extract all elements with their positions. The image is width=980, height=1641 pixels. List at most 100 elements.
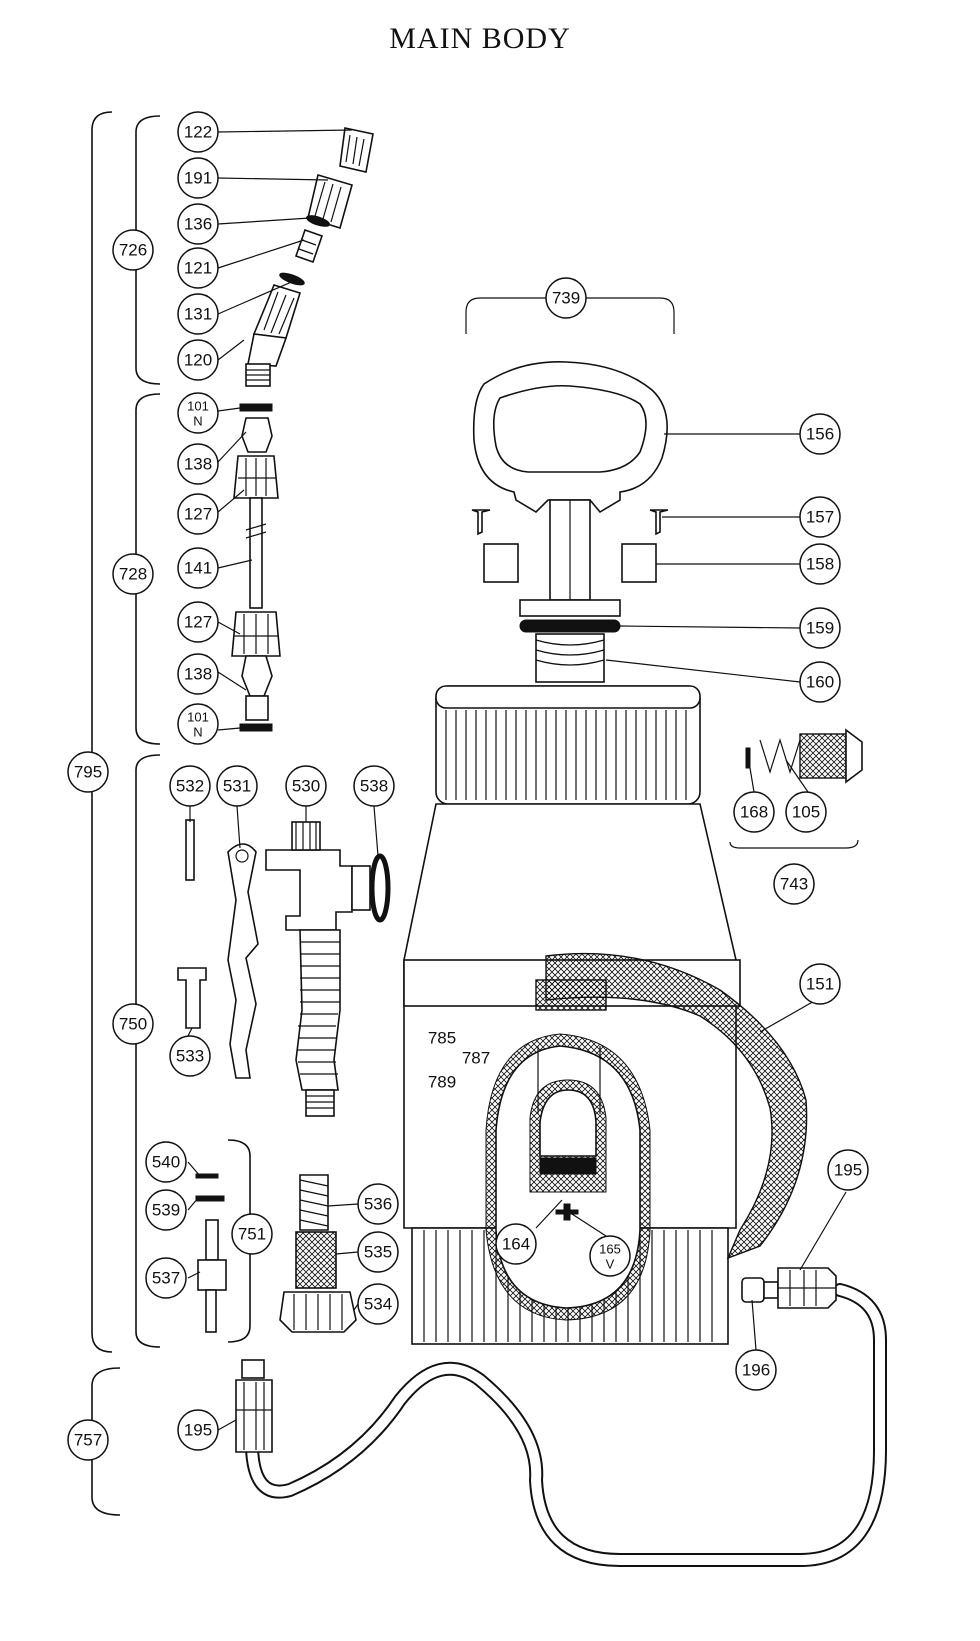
callout-circle [177,392,219,434]
callout-164: 164 [495,1223,537,1265]
callout-number: 531 [223,777,251,796]
callout-number: 532 [176,777,204,796]
callout-number: 537 [152,1269,180,1288]
callout-number: 195 [834,1161,862,1180]
callout-circle [357,1183,399,1225]
callout-number: 739 [552,289,580,308]
hose-assembly [235,1267,887,1567]
callout-540: 540 [145,1141,187,1183]
callout-circle [545,277,587,319]
callout-circle [169,1035,211,1077]
callout-circle [353,765,395,807]
callout-530: 530 [285,765,327,807]
callout-141: 141 [177,547,219,589]
callout-number: 157 [806,508,834,527]
callout-circle [285,765,327,807]
callout-number: 750 [119,1015,147,1034]
callout-534: 534 [357,1283,399,1325]
callout-number: 138 [184,665,212,684]
callout-circle [67,1419,109,1461]
callout-number: 127 [184,505,212,524]
callout-circle [799,413,841,455]
callout-circle [177,493,219,535]
callout-number: 538 [360,777,388,796]
callout-536: 536 [357,1183,399,1225]
callout-538: 538 [353,765,395,807]
callout-number: 530 [292,777,320,796]
wand-assembly [231,403,281,732]
callout-120: 120 [177,339,219,381]
callout-122: 122 [177,111,219,153]
callout-539: 539 [145,1189,187,1231]
callout-157: 157 [799,496,841,538]
callout-number: 131 [184,305,212,324]
callout-number: 536 [364,1195,392,1214]
callout-number: 105 [792,803,820,822]
callout-number: 159 [806,619,834,638]
callout-number: 540 [152,1153,180,1172]
callout-circle [177,293,219,335]
callout-circle [799,496,841,538]
callout-156: 156 [799,413,841,455]
callout-number: 726 [119,241,147,260]
callout-suffix: V [606,1257,615,1272]
callout-number: 535 [364,1243,392,1262]
group-brackets [91,111,251,1516]
callout-757: 757 [67,1419,109,1461]
callout-151: 151 [799,963,841,1005]
callout-circle [735,1349,777,1391]
callout-726: 726 [112,229,154,271]
callout-circle [216,765,258,807]
callout-127: 127 [177,601,219,643]
callout-751: 751 [231,1213,273,1255]
callout-number: 795 [74,763,102,782]
callout-532: 532 [169,765,211,807]
callout-circle [177,203,219,245]
callout-number: 158 [806,555,834,574]
callout-circle [733,791,775,833]
callout-535: 535 [357,1231,399,1273]
callout-circle [773,863,815,905]
callout-531: 531 [216,765,258,807]
callout-number: 191 [184,169,212,188]
callout-number: 533 [176,1047,204,1066]
callout-circle [589,1235,631,1277]
relief-valve-assembly [729,728,863,849]
callout-circle [145,1141,187,1183]
callout-number: 122 [184,123,212,142]
callout-circle [67,751,109,793]
callout-circle [827,1149,869,1191]
callout-158: 158 [799,543,841,585]
callout-circle [177,443,219,485]
callout-195: 195 [827,1149,869,1191]
callout-number: 138 [184,455,212,474]
callout-196: 196 [735,1349,777,1391]
tank-label-group: 785 787 789 [428,1029,490,1092]
callout-circle [177,247,219,289]
callout-circle [177,111,219,153]
callout-circle [169,765,211,807]
callout-750: 750 [112,1003,154,1045]
callout-circle [112,229,154,271]
callout-number: 743 [780,875,808,894]
callout-circle [177,157,219,199]
callout-533: 533 [169,1035,211,1077]
leader-lines [187,129,847,1431]
callout-number: 539 [152,1201,180,1220]
callout-circle [177,547,219,589]
callout-number: 534 [364,1295,392,1314]
callout-circle [177,653,219,695]
callout-728: 728 [112,553,154,595]
callout-number: 751 [238,1225,266,1244]
callout-circle [799,543,841,585]
callout-number: 160 [806,673,834,692]
callout-circle [357,1231,399,1273]
callout-number: 195 [184,1421,212,1440]
callout-circle [799,963,841,1005]
callout-number: 141 [184,559,212,578]
callout-138: 138 [177,443,219,485]
